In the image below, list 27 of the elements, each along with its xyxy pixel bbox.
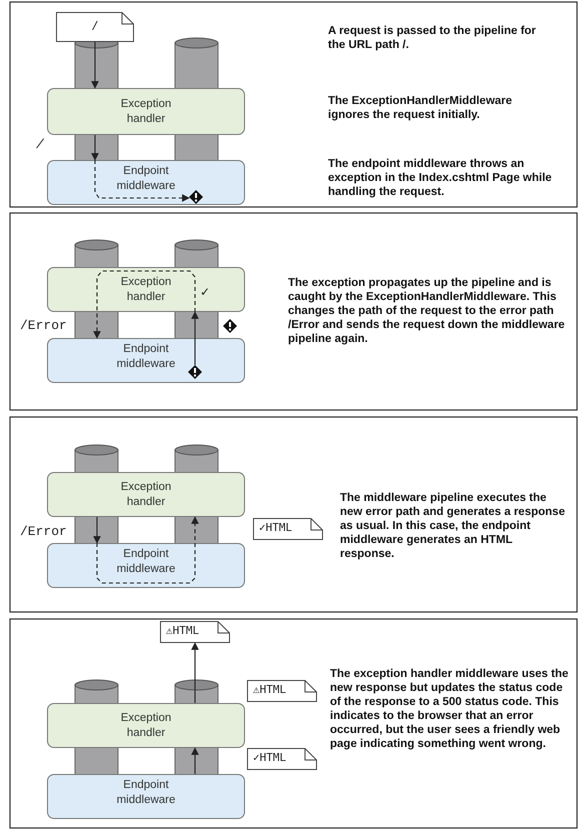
arrow	[91, 42, 99, 89]
arrow	[191, 311, 199, 365]
description-text: The ExceptionHandlerMiddleware ignores the request initially.	[328, 94, 514, 122]
description-text: The endpoint middleware throws an exception in the Index.cshtml Page while handling the request.	[328, 157, 553, 199]
middleware-box: Endpoint middleware	[47, 543, 245, 588]
exception-diamond	[188, 365, 202, 379]
handler-box: Exception handler	[47, 472, 245, 517]
path-label: /Error	[20, 318, 67, 333]
handler-box: Exception handler	[47, 88, 245, 135]
description-text: The exception handler middleware uses the new response but updates the status code of the response to a 500 status code. This indicates to the browser that an error occurred, but the user sees a friendly web page indicating something went wrong.	[330, 667, 570, 751]
path-label: /	[36, 137, 44, 152]
arrow	[94, 160, 190, 202]
arrow	[191, 747, 199, 774]
middleware-box: Endpoint middleware	[47, 774, 245, 819]
arrow	[93, 517, 101, 544]
description-text: The exception propagates up the pipeline and is caught by the ExceptionHandlerMiddleware. This changes the path of the request to the error path /Error and sends the request down the middleware pipeline again.	[288, 276, 566, 346]
exception-diamond	[189, 190, 203, 204]
middleware-box: Endpoint middleware	[47, 160, 245, 205]
path-label: /Error	[20, 524, 67, 539]
handler-box: Exception handler	[47, 703, 245, 748]
description-text: A request is passed to the pipeline for the URL path /.	[328, 24, 537, 52]
check-mark: ✓	[200, 285, 210, 299]
description-text: The middleware pipeline executes the new error path and generates a response as usual. In this case, the endpoint middleware generates an HTML response.	[340, 491, 566, 561]
arrow	[93, 270, 196, 339]
arrow	[96, 516, 199, 584]
arrow	[91, 135, 99, 161]
middleware-box: Endpoint middleware	[47, 338, 245, 383]
